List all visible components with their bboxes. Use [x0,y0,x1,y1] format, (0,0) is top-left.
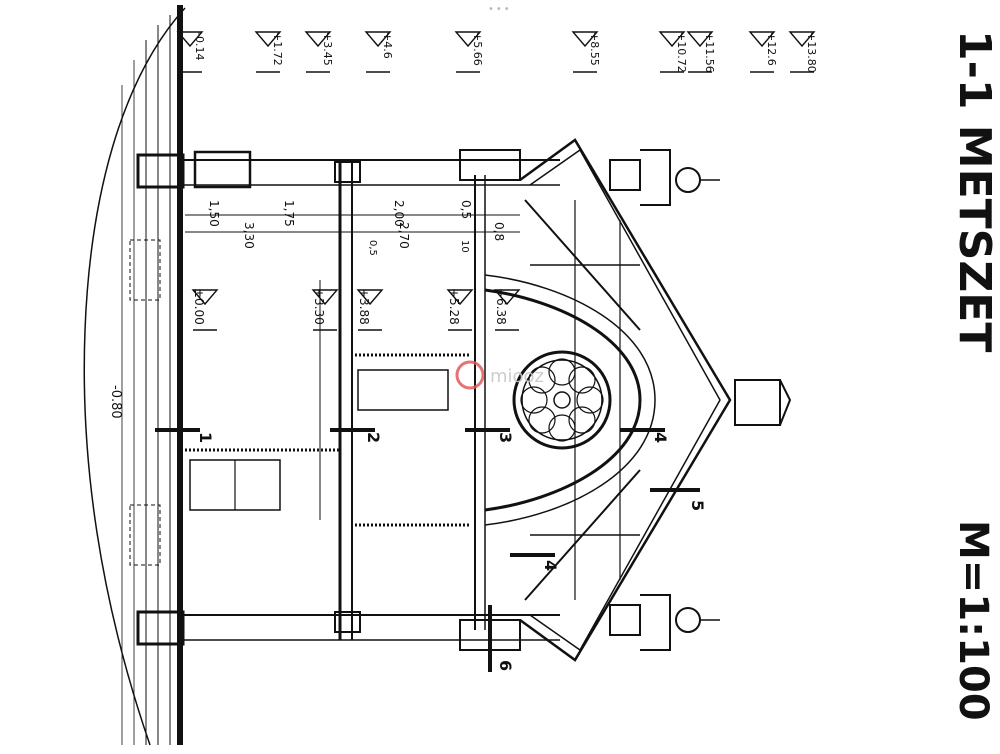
level-marker-icon [191,289,219,331]
level-mark-label: +3.45 [321,32,334,66]
section-level-label: +3.30 [312,288,326,325]
level-mark-label: -0.14 [193,32,206,60]
level-marks: -0.14 +1.72 +3.45 +4.6 +5.66 +8.55 +10.72 +11.5… [176,31,818,73]
axis-label: 1 [196,432,215,443]
level-marker-icon [571,31,599,73]
section-level-label: ±0.00 [192,288,206,325]
dimension-small: 10 [459,240,470,253]
more-menu-dots[interactable]: ••• [488,4,512,15]
drawing-title: 1-1 METSZET [949,30,1000,352]
dimension-small: 0,5 [367,240,378,256]
level-marker-icon [658,31,686,73]
section-level-label: +5.28 [447,288,461,325]
section-level-label: +3.88 [357,288,371,325]
level-mark-label: +4.6 [381,32,394,59]
axis-label: 3 [496,432,515,443]
drawing-scale: M=1:100 [950,520,996,721]
level-mark-label: +5.66 [471,32,484,66]
axis-label: 2 [364,432,383,443]
axis-lines [155,428,700,672]
level-marker-icon [446,289,474,331]
section-levels: ±0.00 +3.30 +3.88 +5.28 +6.38 [191,288,521,331]
axis-label: 4 [541,560,560,571]
ground-level-label: -0.80 [108,385,123,419]
level-marker-icon [788,31,816,73]
terrain [83,5,186,746]
level-marker-icon [356,289,384,331]
dimension-top: 0,5 [459,200,473,219]
level-marker-icon [748,31,776,73]
level-marker-icon [254,31,282,73]
level-mark-label: +10.72 [675,32,688,73]
level-marker-icon [311,289,339,331]
level-marker-icon [176,31,204,73]
level-marker-icon [493,289,521,331]
axis-labels: 1 2 3 4 5 4 6 [196,432,707,671]
rose-window [512,350,612,450]
dimension-top: 2,00 [392,200,406,227]
dimension-top: 1,50 [207,200,221,227]
level-mark-label: +1.72 [271,32,284,66]
level-marker-icon [364,31,392,73]
dimension-bottom: 2,70 [397,222,411,249]
axis-label: 5 [688,500,707,511]
level-mark-label: +13.80 [805,32,818,73]
axis-label: 6 [496,660,515,671]
level-marker-icon [454,31,482,73]
level-mark-label: +11.56 [703,32,716,73]
dimension-top: 1,75 [282,200,296,227]
section-level-label: +6.38 [494,288,508,325]
axis-label: 4 [651,432,670,443]
watermark-text: miooz [490,366,544,387]
level-marker-icon [686,31,714,73]
dimension-bottom: 3,30 [242,222,256,249]
level-mark-label: +12.6 [765,32,778,66]
level-mark-label: +8.55 [588,32,601,66]
watermark: miooz [455,360,544,390]
building-section [129,138,792,662]
level-marker-icon [304,31,332,73]
